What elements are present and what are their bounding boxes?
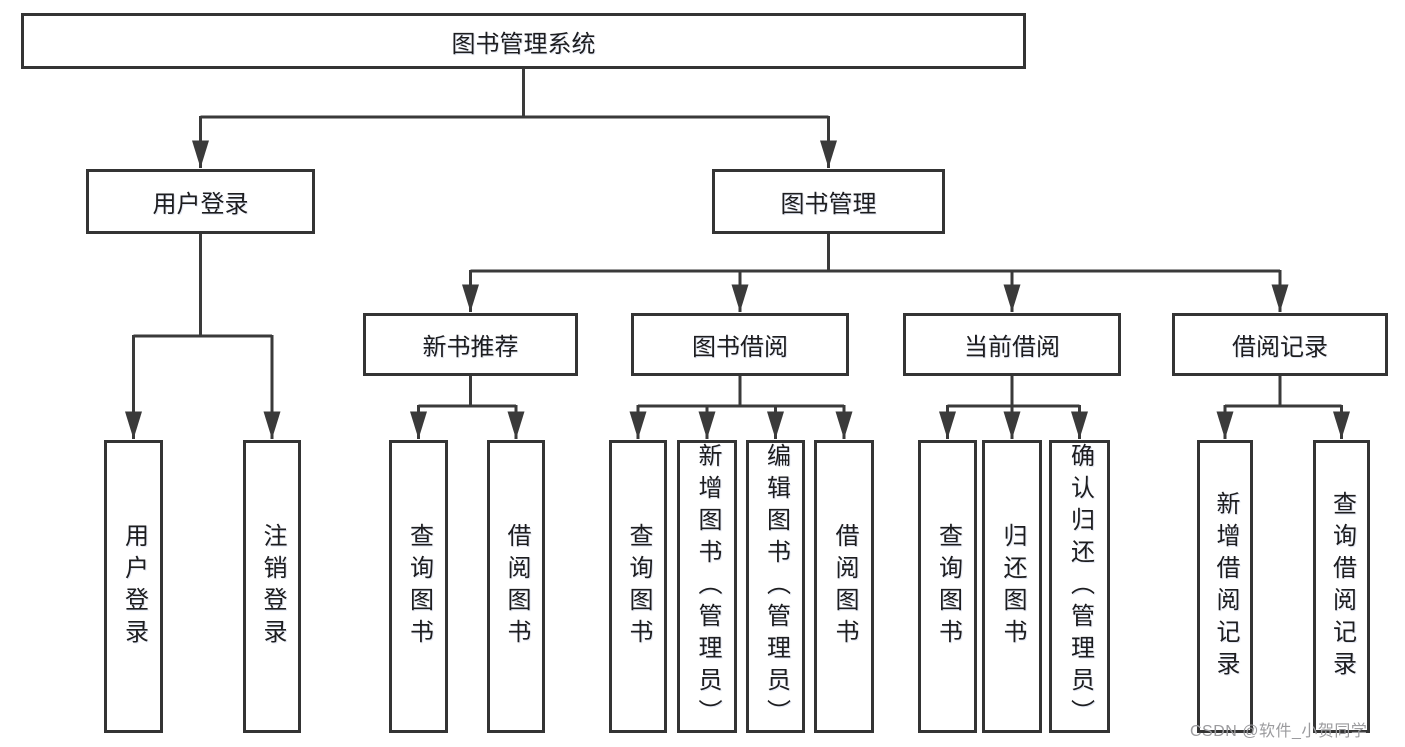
leaf-edit-book-label: 编辑图书（管理员） (762, 442, 790, 731)
leaf-query-borrow-record-label: 查询借阅记录 (1328, 490, 1356, 683)
node-user-login-branch: 用户登录 (86, 169, 315, 234)
leaf-logout-label: 注销登录 (259, 522, 286, 651)
leaf-add-book-label: 新增图书（管理员） (694, 442, 721, 731)
leaf-query-borrow-record: 查询借阅记录 (1313, 440, 1370, 733)
tee-book-borrow (638, 376, 844, 408)
tee-user-login-branch (133, 234, 272, 338)
node-new-book-recommend: 新书推荐 (363, 313, 578, 376)
leaf-logout: 注销登录 (243, 440, 301, 733)
node-new-book-recommend-label: 新书推荐 (422, 334, 519, 361)
leaf-add-book: 新增图书（管理员） (677, 440, 737, 733)
leaf-confirm-return-label: 确认归还（管理员） (1066, 442, 1094, 731)
watermark: CSDN @软件_小贺同学 (1190, 723, 1368, 740)
tee-current-borrow (947, 376, 1080, 408)
leaf-borrow-books-recommend-label: 借阅图书 (503, 522, 530, 651)
leaf-borrow-books-label: 借阅图书 (831, 522, 858, 651)
leaf-add-borrow-record-label: 新增借阅记录 (1212, 490, 1239, 683)
node-borrow-records: 借阅记录 (1172, 313, 1388, 376)
leaf-query-books-borrow-label: 查询图书 (625, 522, 652, 651)
node-book-borrow-label: 图书借阅 (692, 334, 788, 361)
node-current-borrow: 当前借阅 (903, 313, 1121, 376)
node-book-borrow: 图书借阅 (631, 313, 849, 376)
node-book-management-branch-label: 图书管理 (780, 191, 877, 218)
leaf-return-book: 归还图书 (982, 440, 1042, 733)
leaf-borrow-books: 借阅图书 (814, 440, 874, 733)
node-borrow-records-label: 借阅记录 (1232, 334, 1328, 361)
node-book-management-branch: 图书管理 (712, 169, 945, 234)
leaf-query-books-current: 查询图书 (918, 440, 977, 733)
leaf-query-books-borrow: 查询图书 (609, 440, 667, 733)
leaf-edit-book: 编辑图书（管理员） (746, 440, 805, 733)
leaf-user-login-label: 用户登录 (120, 522, 148, 651)
leaf-query-books-current-label: 查询图书 (934, 522, 962, 651)
leaf-confirm-return: 确认归还（管理员） (1049, 440, 1110, 733)
tee-new-book-recommend (418, 376, 516, 408)
tee-root (200, 69, 829, 119)
leaf-return-book-label: 归还图书 (999, 522, 1026, 651)
leaf-borrow-books-recommend: 借阅图书 (487, 440, 545, 733)
leaf-query-books-recommend-label: 查询图书 (405, 522, 433, 651)
leaf-query-books-recommend: 查询图书 (389, 440, 448, 733)
tee-book-management-branch (470, 234, 1280, 273)
node-root: 图书管理系统 (21, 13, 1026, 69)
leaf-add-borrow-record: 新增借阅记录 (1197, 440, 1253, 733)
node-user-login-branch-label: 用户登录 (152, 191, 249, 218)
tee-borrow-records (1225, 376, 1342, 408)
leaf-user-login: 用户登录 (104, 440, 163, 733)
node-root-label: 图书管理系统 (451, 30, 596, 58)
node-current-borrow-label: 当前借阅 (964, 334, 1060, 361)
